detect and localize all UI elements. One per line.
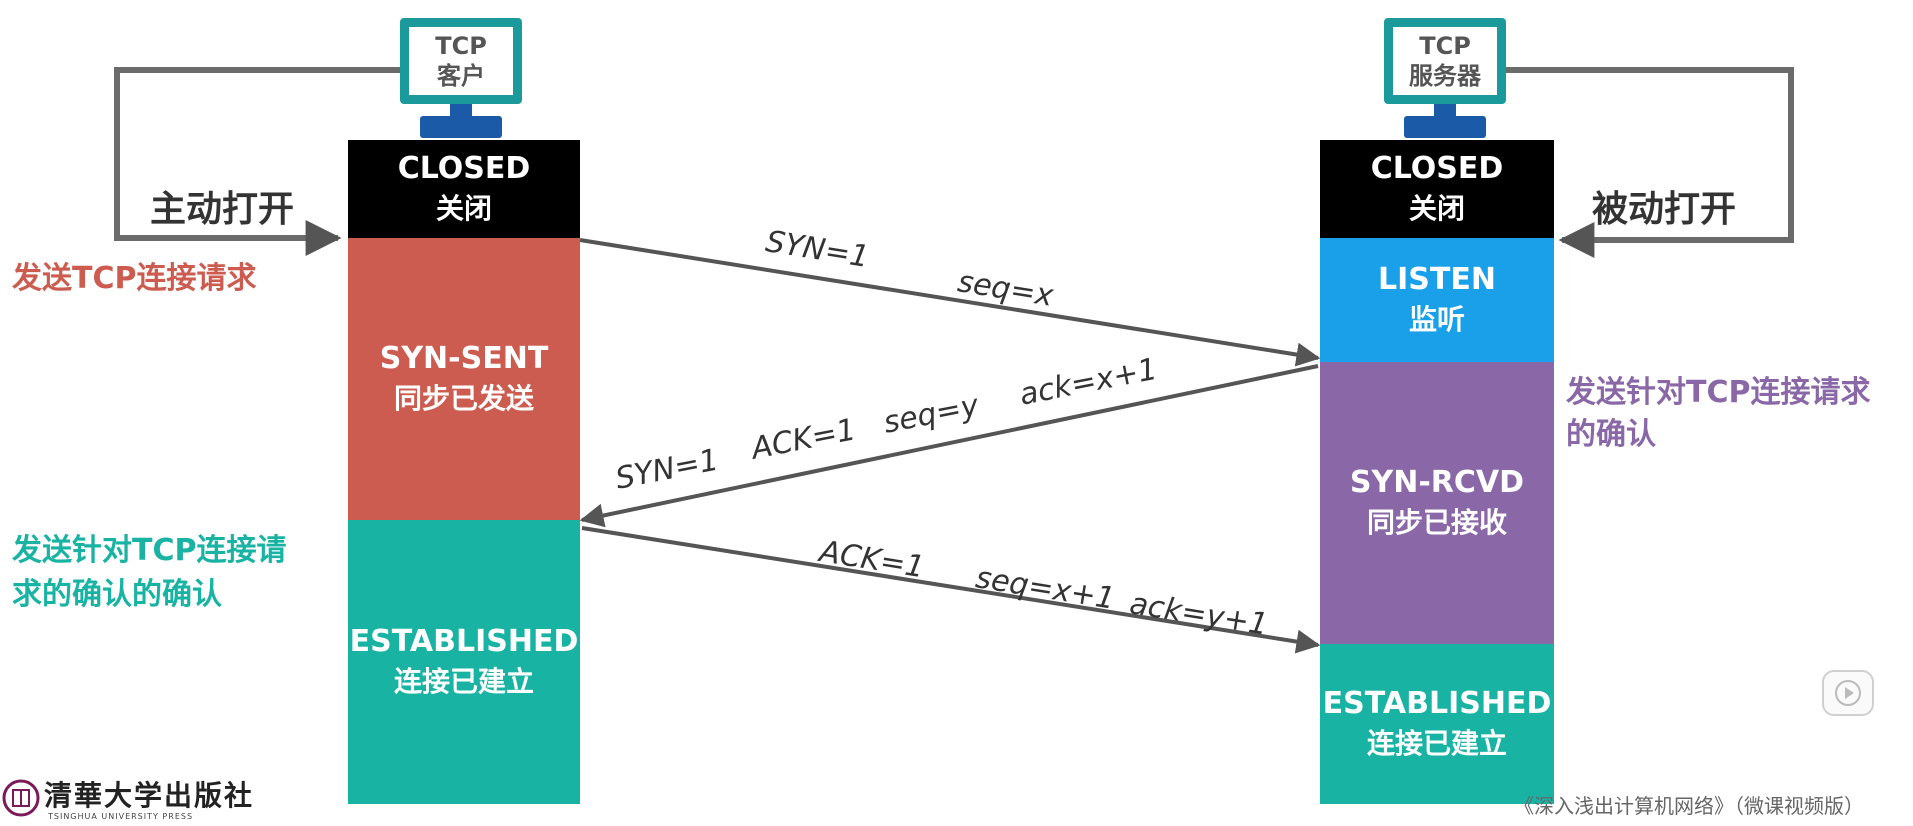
- client-state-established: ESTABLISHED 连接已建立: [348, 520, 580, 804]
- client-closed-zh: 关闭: [435, 192, 492, 225]
- client-established-zh: 连接已建立: [393, 665, 534, 698]
- client-established-en: ESTABLISHED: [349, 624, 579, 659]
- book-title-footer: 《深入浅出计算机网络》（微课视频版）: [1514, 794, 1864, 818]
- syn-ack-arrow: [579, 364, 1319, 528]
- server-listen-en: LISTEN: [1378, 262, 1496, 297]
- server-closed-zh: 关闭: [1408, 192, 1465, 225]
- client-syn-sent-zh: 同步已发送: [393, 382, 534, 415]
- server-state-syn-rcvd: SYN-RCVD 同步已接收: [1320, 362, 1554, 644]
- server-syn-rcvd-zh: 同步已接收: [1366, 506, 1507, 539]
- client-syn-sent-en: SYN-SENT: [379, 341, 549, 376]
- client-send-note: 发送TCP连接请求: [12, 261, 257, 296]
- publisher-seal-icon: [2, 779, 40, 817]
- server-established-zh: 连接已建立: [1366, 727, 1507, 760]
- client-monitor-neck: [450, 104, 472, 118]
- server-ack-note-line1: 发送针对TCP连接请求: [1566, 375, 1871, 410]
- publisher-name: 清華大学出版社: [44, 779, 255, 812]
- play-icon: [1835, 680, 1861, 706]
- client-closed-en: CLOSED: [397, 151, 531, 186]
- server-syn-rcvd-en: SYN-RCVD: [1349, 465, 1525, 500]
- server-closed-en: CLOSED: [1370, 151, 1504, 186]
- server-open-bracket: [1484, 67, 1794, 258]
- client-label-line1: TCP: [435, 32, 487, 60]
- server-ack-note-line2: 的确认: [1566, 417, 1656, 452]
- server-monitor-icon: TCP 服务器: [1384, 18, 1506, 104]
- server-label-line2: 服务器: [1409, 62, 1481, 90]
- client-label-line2: 客户: [437, 62, 485, 90]
- client-open-bracket: [114, 67, 400, 256]
- server-state-established: ESTABLISHED 连接已建立: [1320, 644, 1554, 804]
- server-established-en: ESTABLISHED: [1322, 686, 1552, 721]
- server-monitor-base: [1404, 116, 1486, 138]
- client-ack-note-line1: 发送针对TCP连接请: [12, 533, 287, 568]
- server-listen-zh: 监听: [1408, 303, 1465, 336]
- video-play-button[interactable]: [1822, 670, 1874, 716]
- client-monitor-base: [420, 116, 502, 138]
- client-monitor-icon: TCP 客户: [400, 18, 522, 104]
- publisher-name-en: TSINGHUA UNIVERSITY PRESS: [48, 812, 194, 821]
- client-state-syn-sent: SYN-SENT 同步已发送: [348, 238, 580, 520]
- server-state-closed: CLOSED 关闭: [1320, 140, 1554, 238]
- syn-arrow: [579, 238, 1321, 367]
- ack-arrow: [581, 526, 1321, 654]
- client-state-closed: CLOSED 关闭: [348, 140, 580, 238]
- server-state-listen: LISTEN 监听: [1320, 238, 1554, 362]
- client-ack-note-line2: 求的确认的确认: [12, 577, 222, 612]
- client-active-open-label: 主动打开: [150, 189, 295, 230]
- server-monitor-neck: [1434, 104, 1456, 118]
- server-passive-open-label: 被动打开: [1592, 189, 1737, 230]
- server-label-line1: TCP: [1419, 32, 1471, 60]
